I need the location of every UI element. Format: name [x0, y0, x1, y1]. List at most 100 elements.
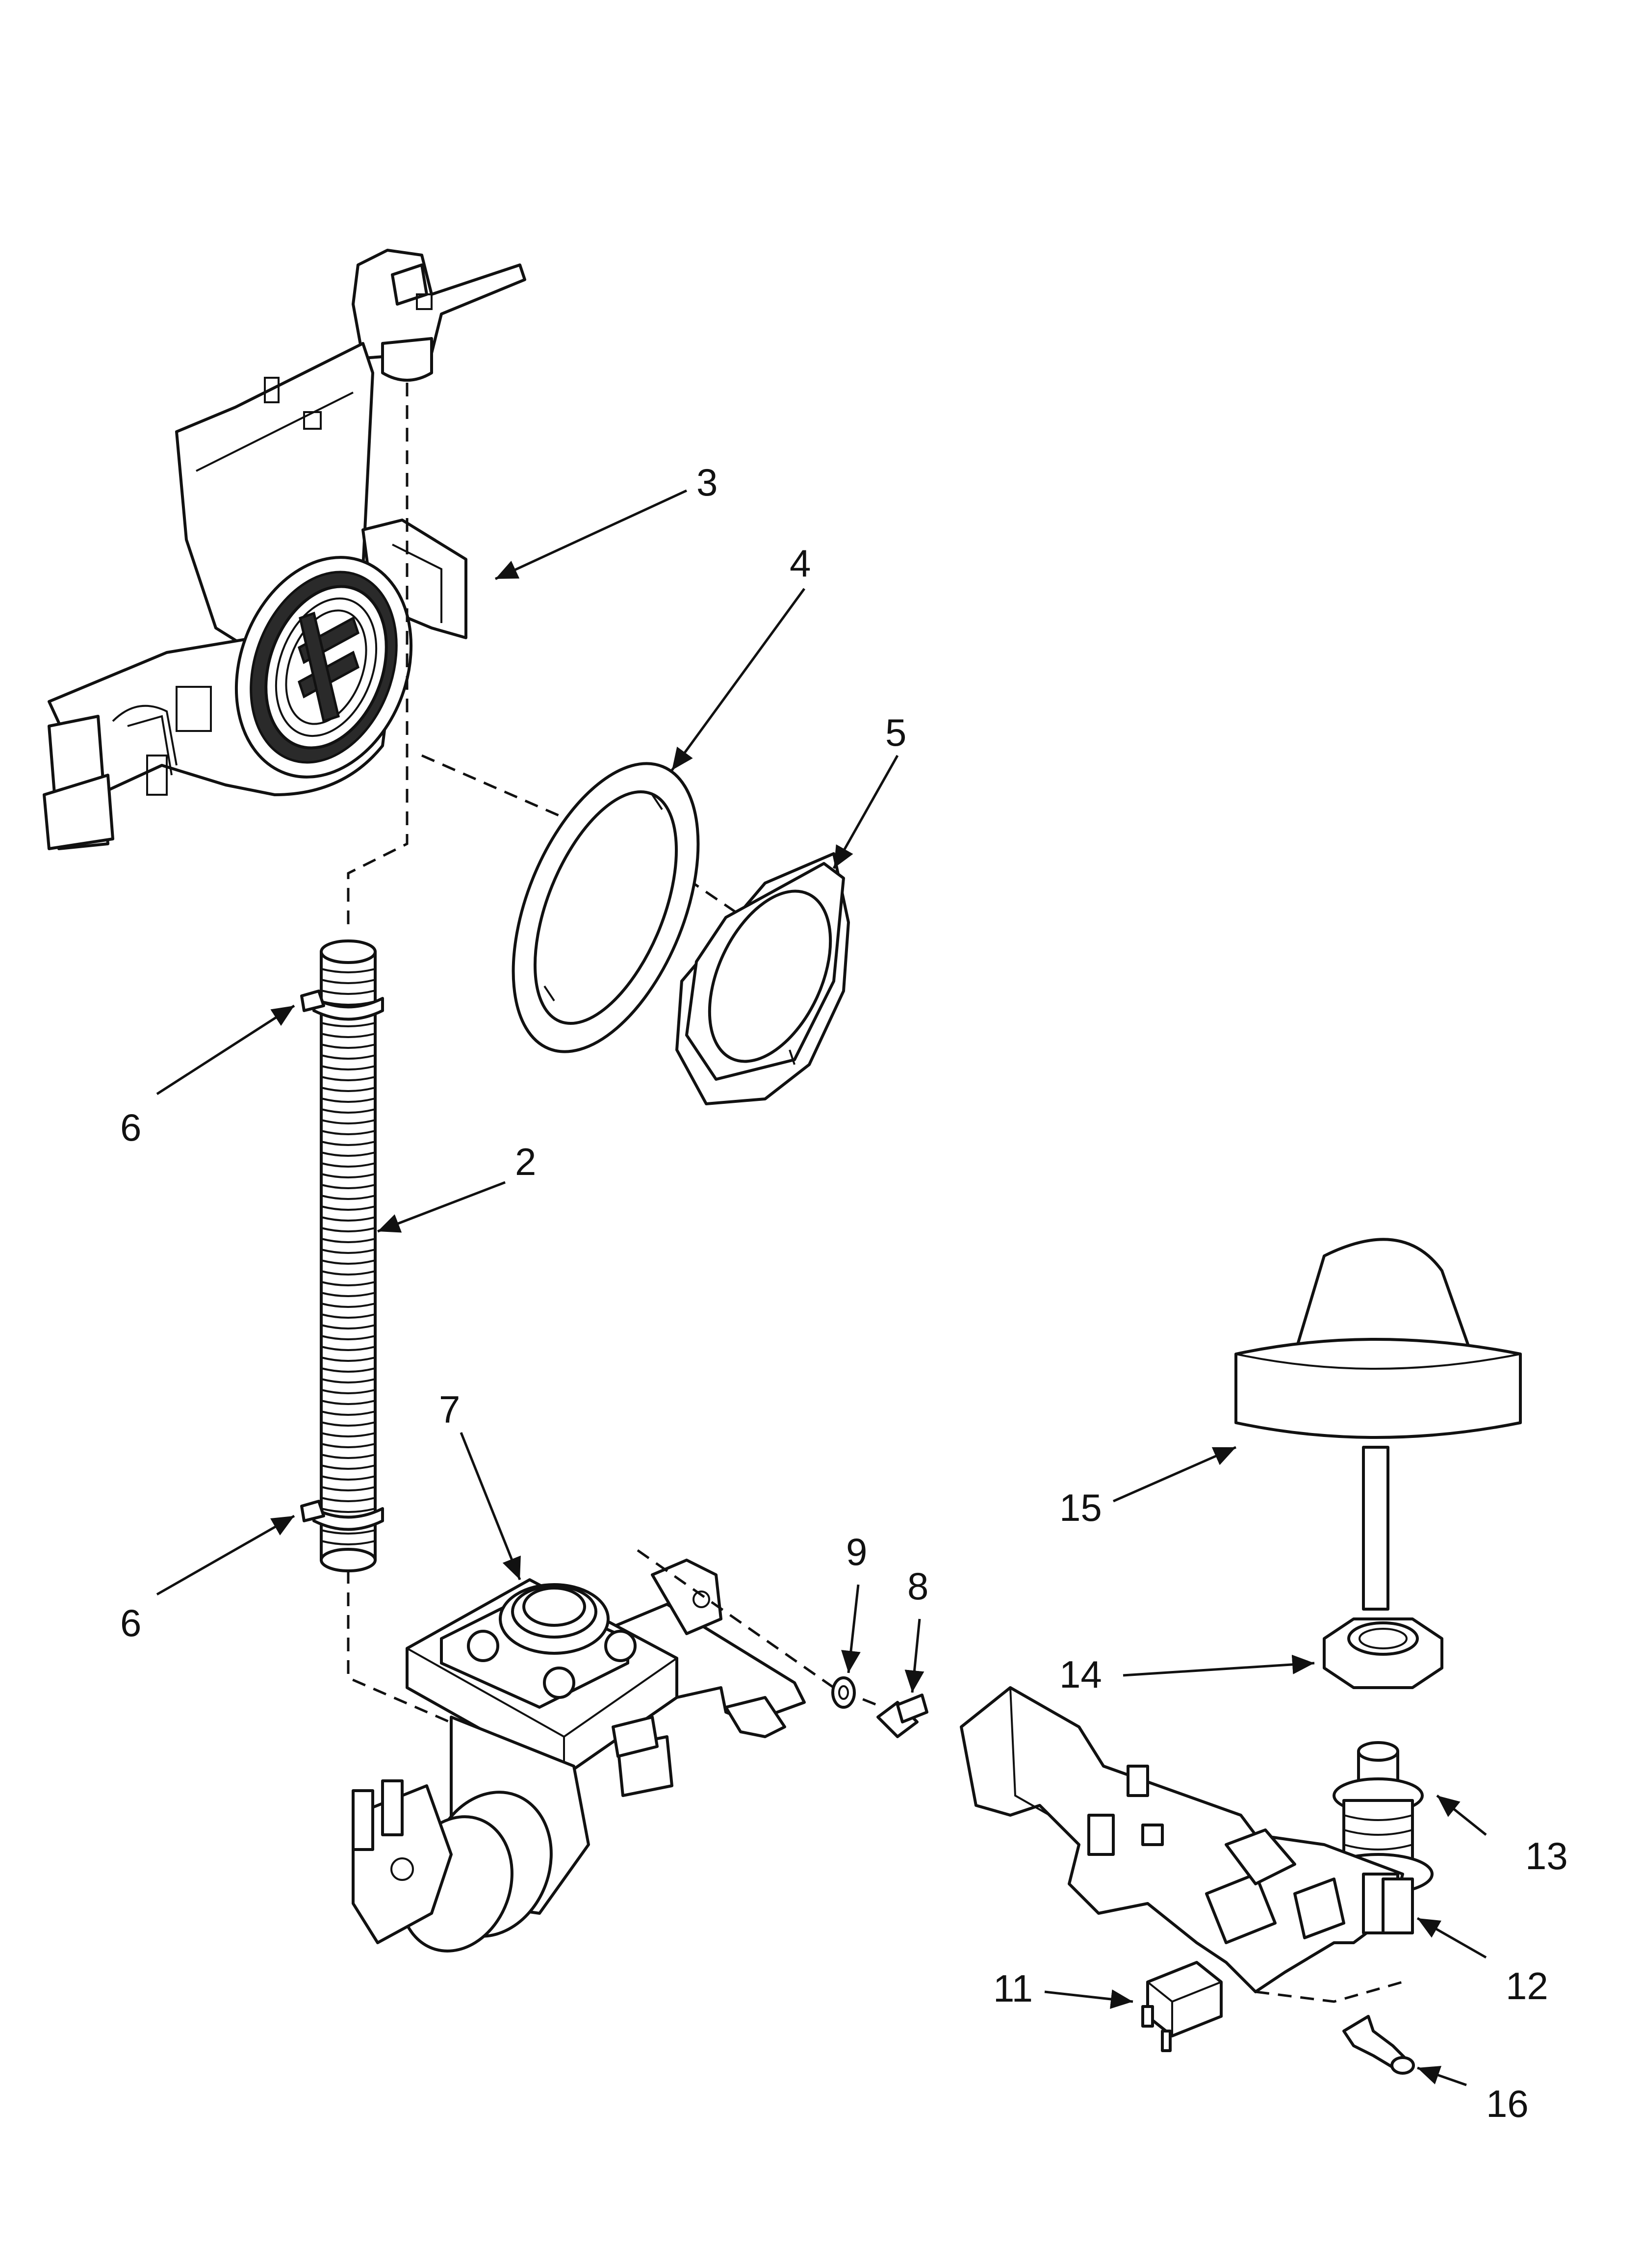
callout-2: 2 — [515, 1140, 536, 1183]
leader-9 — [841, 1584, 861, 1673]
callout-8: 8 — [907, 1564, 928, 1608]
hose-rib — [321, 990, 376, 995]
callout-6b: 6 — [120, 1601, 141, 1644]
hose-rib — [321, 1119, 376, 1124]
hose-rib — [321, 1400, 376, 1405]
callout-14: 14 — [1059, 1653, 1102, 1696]
hose-rib — [321, 1270, 376, 1276]
callout-13: 13 — [1525, 1834, 1568, 1877]
hose-rib — [321, 1249, 376, 1254]
callout-15: 15 — [1059, 1486, 1102, 1529]
hose-rib — [321, 1184, 376, 1189]
gasket-ring-icon — [512, 762, 700, 1053]
hose-clamp-icon — [300, 1500, 384, 1531]
hose-rib — [321, 1529, 376, 1535]
hose-rib — [321, 1108, 376, 1114]
callout-labels: 3 4 5 6 2 6 7 9 8 15 14 13 11 12 16 — [120, 461, 1568, 2125]
hex-nut-icon — [1323, 1617, 1443, 1689]
switch-lever-icon — [1342, 2015, 1415, 2075]
hose-rib — [321, 1141, 376, 1146]
hose-rib — [321, 1540, 376, 1545]
callout-4: 4 — [790, 542, 811, 585]
leader-6b — [156, 1514, 295, 1596]
hose-rib — [321, 1378, 376, 1383]
leader-8 — [904, 1618, 924, 1693]
hose-rib — [321, 1464, 376, 1470]
hose-rib — [321, 1097, 376, 1103]
leader-5 — [832, 755, 899, 869]
lock-washer-icon — [831, 1676, 856, 1709]
screw-icon — [876, 1694, 928, 1738]
callout-5: 5 — [885, 711, 906, 754]
assembly-line — [347, 383, 409, 932]
leader-16 — [1417, 2065, 1467, 2086]
hose-rib — [321, 1292, 376, 1297]
hose-rib — [321, 1475, 376, 1481]
hose-rib — [321, 1065, 376, 1070]
hose-rib — [321, 1508, 376, 1513]
leader-7 — [460, 1432, 521, 1580]
hose-rib — [321, 1022, 376, 1027]
hose-rib — [321, 1151, 376, 1157]
hose-rib — [321, 1259, 376, 1265]
callout-11: 11 — [993, 1967, 1033, 2010]
assembly-line — [347, 1570, 462, 1728]
hose-rib — [321, 1367, 376, 1373]
hose-rib — [321, 1389, 376, 1394]
hose-rib — [321, 1497, 376, 1502]
leader-2 — [377, 1181, 506, 1233]
leader-14 — [1123, 1654, 1315, 1677]
hose-rib — [321, 1216, 376, 1222]
hex-nut-flange-icon — [675, 852, 850, 1105]
hose-rib — [321, 1324, 376, 1330]
hose-rib — [321, 1421, 376, 1427]
callout-7: 7 — [439, 1388, 460, 1431]
hose-clamp-icon — [300, 990, 384, 1021]
hose-rib — [321, 1432, 376, 1437]
leader-13 — [1436, 1795, 1487, 1836]
callout-16: 16 — [1486, 2082, 1529, 2125]
hose-rib — [321, 1205, 376, 1211]
hose-rib — [321, 979, 376, 984]
hose-rib — [321, 1346, 376, 1351]
callout-3: 3 — [696, 461, 718, 504]
assembly-line — [1255, 1981, 1403, 2003]
hose-rib — [321, 1162, 376, 1168]
leader-lines — [156, 489, 1487, 2086]
hose-rib — [321, 968, 376, 973]
leader-11 — [1044, 1989, 1133, 2009]
hose-rib — [321, 1130, 376, 1135]
hose-rib — [321, 1033, 376, 1038]
water-inlet-valve-icon — [352, 1559, 806, 1953]
leader-12 — [1416, 1917, 1487, 1959]
callout-6a: 6 — [120, 1106, 141, 1149]
hose-rib — [321, 1173, 376, 1178]
hose-rib — [321, 1410, 376, 1416]
leader-3 — [494, 489, 688, 580]
hose-rib — [321, 1227, 376, 1232]
assembly-line — [637, 1549, 883, 1709]
hose-rib — [321, 1303, 376, 1308]
callout-9: 9 — [846, 1530, 867, 1573]
leader-15 — [1112, 1446, 1237, 1503]
hose-rib — [321, 1486, 376, 1491]
hose-rib — [321, 1238, 376, 1243]
corrugated-hose-icon — [320, 939, 377, 1572]
float-icon — [1234, 1238, 1522, 1611]
hose-rib — [321, 1335, 376, 1340]
hose-rib — [321, 1054, 376, 1060]
micro-switch-icon — [1141, 1961, 1223, 2052]
switch-bracket-icon — [960, 1686, 1414, 1993]
hose-rib — [321, 1313, 376, 1319]
callout-12: 12 — [1506, 1964, 1548, 2007]
hose-rib — [321, 1076, 376, 1081]
hose-rib — [321, 1195, 376, 1200]
leader-4 — [670, 588, 806, 771]
hose-rib — [321, 1043, 376, 1049]
hose-rib — [321, 1443, 376, 1448]
leader-6a — [156, 1004, 295, 1095]
hose-rib — [321, 1087, 376, 1092]
hose-rib — [321, 1356, 376, 1362]
fill-funnel-bracket-icon — [43, 249, 526, 850]
